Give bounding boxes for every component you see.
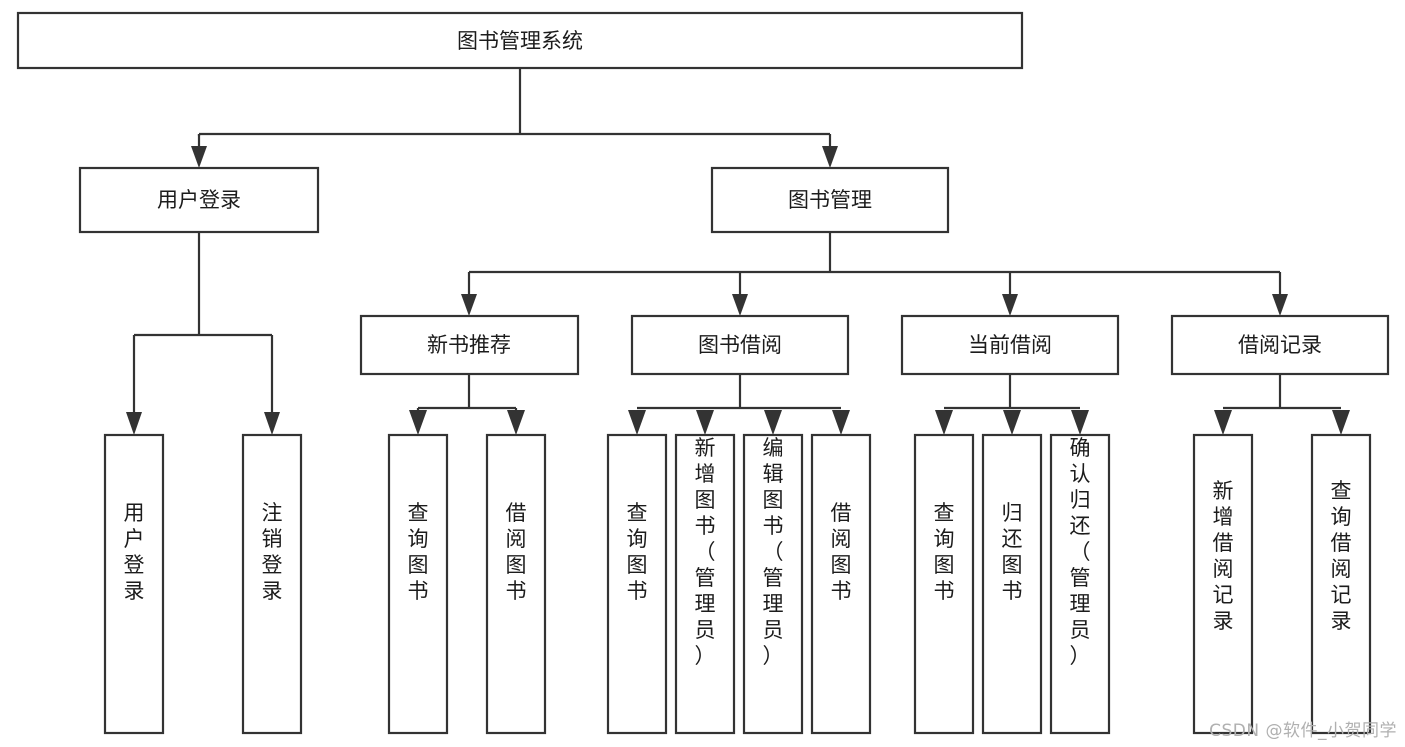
csdn-watermark: CSDN @软件_小贺同学 [1209, 721, 1397, 741]
arrow-head-leaf-query-book-current [935, 410, 953, 435]
node-book-manage-label: 图书管理 [788, 188, 872, 212]
node-leaf-user-logout-label: 注销登录 [262, 501, 283, 603]
node-leaf-query-record-box[interactable] [1310, 433, 1372, 735]
arrow-head-leaf-user-logout [264, 412, 280, 435]
node-leaf-add-book-label: 新增图书（管理员） [695, 436, 716, 668]
node-leaf-add-record[interactable]: 新增借阅记录 [1192, 433, 1254, 735]
arrow-head-book-borrow [732, 294, 748, 316]
node-leaf-user-login-box[interactable] [103, 433, 165, 735]
node-user-login-label: 用户登录 [157, 188, 241, 212]
node-leaf-edit-book-label: 编辑图书（管理员） [763, 436, 784, 668]
node-leaf-query-book-borrow[interactable]: 查询图书 [606, 433, 668, 735]
arrow-head-leaf-query-record [1332, 410, 1350, 435]
node-borrow-record-label: 借阅记录 [1238, 333, 1322, 357]
node-leaf-edit-book-box[interactable] [742, 433, 804, 735]
leaf-nodes-layer: 用户登录 注销登录 查询图书 借阅图书 查询图书 新增图书（管理员） [103, 433, 1372, 735]
node-new-book-rec-box[interactable] [359, 314, 580, 376]
arrow-head-user-login [191, 146, 207, 168]
arrow-head-new-book-rec [461, 294, 477, 316]
node-leaf-user-login[interactable]: 用户登录 [103, 433, 165, 735]
connector-layer [126, 68, 1350, 435]
arrow-head-leaf-return-book [1003, 410, 1021, 435]
node-user-login-box[interactable] [78, 166, 320, 234]
node-leaf-query-book-rec[interactable]: 查询图书 [387, 433, 449, 735]
node-leaf-query-book-rec-box[interactable] [387, 433, 449, 735]
arrow-head-leaf-borrow-book-rec [507, 410, 525, 435]
arrow-head-book-manage [822, 146, 838, 168]
node-leaf-add-record-box[interactable] [1192, 433, 1254, 735]
arrow-head-leaf-query-book-borrow [628, 410, 646, 435]
node-leaf-return-book-box[interactable] [981, 433, 1043, 735]
arrow-head-leaf-edit-book [764, 410, 782, 435]
node-leaf-return-book-label: 归还图书 [1002, 501, 1023, 603]
node-leaf-borrow-book-box[interactable] [810, 433, 872, 735]
node-leaf-confirm-return-label: 确认归还（管理员） [1070, 436, 1091, 668]
arrow-head-leaf-query-book-rec [409, 410, 427, 435]
node-leaf-user-logout-box[interactable] [241, 433, 303, 735]
node-leaf-add-book-box[interactable] [674, 433, 736, 735]
node-leaf-borrow-book[interactable]: 借阅图书 [810, 433, 872, 735]
node-leaf-borrow-book-rec-label: 借阅图书 [506, 501, 527, 603]
node-root-label: 图书管理系统 [457, 29, 583, 53]
node-leaf-query-book-current-label: 查询图书 [934, 501, 955, 603]
node-book-manage[interactable]: 图书管理 [710, 166, 950, 234]
node-leaf-borrow-book-rec-box[interactable] [485, 433, 547, 735]
node-borrow-record-box[interactable] [1170, 314, 1390, 376]
node-leaf-query-record-label: 查询借阅记录 [1331, 479, 1352, 633]
node-leaf-borrow-book-rec[interactable]: 借阅图书 [485, 433, 547, 735]
arrow-head-leaf-add-book [696, 410, 714, 435]
node-leaf-edit-book[interactable]: 编辑图书（管理员） [742, 433, 804, 735]
node-root-box[interactable] [16, 11, 1024, 70]
arrow-head-leaf-add-record [1214, 410, 1232, 435]
node-leaf-query-book-borrow-box[interactable] [606, 433, 668, 735]
node-user-login[interactable]: 用户登录 [78, 166, 320, 234]
node-leaf-query-book-current[interactable]: 查询图书 [913, 433, 975, 735]
node-leaf-confirm-return-box[interactable] [1049, 433, 1111, 735]
arrow-head-leaf-confirm-return [1071, 410, 1089, 435]
node-borrow-record[interactable]: 借阅记录 [1170, 314, 1390, 376]
node-leaf-confirm-return[interactable]: 确认归还（管理员） [1049, 433, 1111, 735]
node-leaf-query-record[interactable]: 查询借阅记录 [1310, 433, 1372, 735]
arrow-head-leaf-borrow-book [832, 410, 850, 435]
node-leaf-add-record-label: 新增借阅记录 [1213, 479, 1234, 633]
node-leaf-user-login-label: 用户登录 [124, 501, 145, 603]
arrow-head-leaf-user-login [126, 412, 142, 435]
node-leaf-add-book[interactable]: 新增图书（管理员） [674, 433, 736, 735]
node-current-borrow[interactable]: 当前借阅 [900, 314, 1120, 376]
node-leaf-user-logout[interactable]: 注销登录 [241, 433, 303, 735]
node-leaf-query-book-rec-label: 查询图书 [408, 501, 429, 603]
node-current-borrow-label: 当前借阅 [968, 333, 1052, 357]
node-leaf-query-book-borrow-label: 查询图书 [627, 501, 648, 603]
arrow-head-borrow-record [1272, 294, 1288, 316]
node-new-book-rec-label: 新书推荐 [427, 333, 511, 357]
node-new-book-rec[interactable]: 新书推荐 [359, 314, 580, 376]
node-book-borrow-box[interactable] [630, 314, 850, 376]
node-current-borrow-box[interactable] [900, 314, 1120, 376]
arrow-head-current-borrow [1002, 294, 1018, 316]
node-book-borrow-label: 图书借阅 [698, 333, 782, 357]
node-leaf-borrow-book-label: 借阅图书 [831, 501, 852, 603]
node-root[interactable]: 图书管理系统 [16, 11, 1024, 70]
node-book-borrow[interactable]: 图书借阅 [630, 314, 850, 376]
node-leaf-query-book-current-box[interactable] [913, 433, 975, 735]
node-book-manage-box[interactable] [710, 166, 950, 234]
node-leaf-return-book[interactable]: 归还图书 [981, 433, 1043, 735]
